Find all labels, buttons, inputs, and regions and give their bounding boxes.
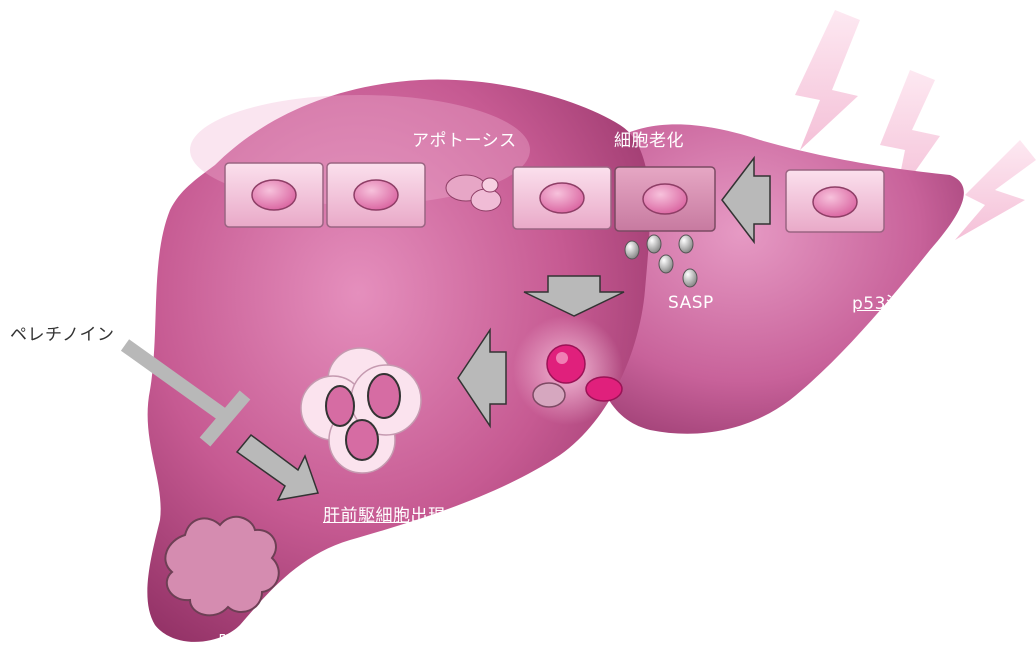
nucleus (813, 187, 857, 217)
nucleus (354, 180, 398, 210)
nucleus (252, 180, 296, 210)
label-peretinoin: ペレチノイン (10, 320, 115, 345)
lightning-bolt-icon (955, 140, 1036, 240)
apoptotic-body (471, 189, 501, 211)
nucleus (643, 184, 687, 214)
label-progenitor: 肝前駆細胞出現 (323, 501, 446, 526)
lightning-bolt-icon (795, 10, 860, 150)
label-apoptosis: アポトーシス (412, 126, 517, 151)
label-inflammation: 炎症 (624, 442, 659, 467)
label-p53: p53活性化 (852, 289, 938, 314)
label-sasp: SASP (668, 293, 714, 313)
apoptotic-body (482, 178, 498, 192)
label-senescence: 細胞老化 (614, 126, 684, 151)
label-cancer: 肝発がん (218, 628, 288, 653)
inflammation-cells (513, 315, 623, 425)
nucleus (540, 183, 584, 213)
